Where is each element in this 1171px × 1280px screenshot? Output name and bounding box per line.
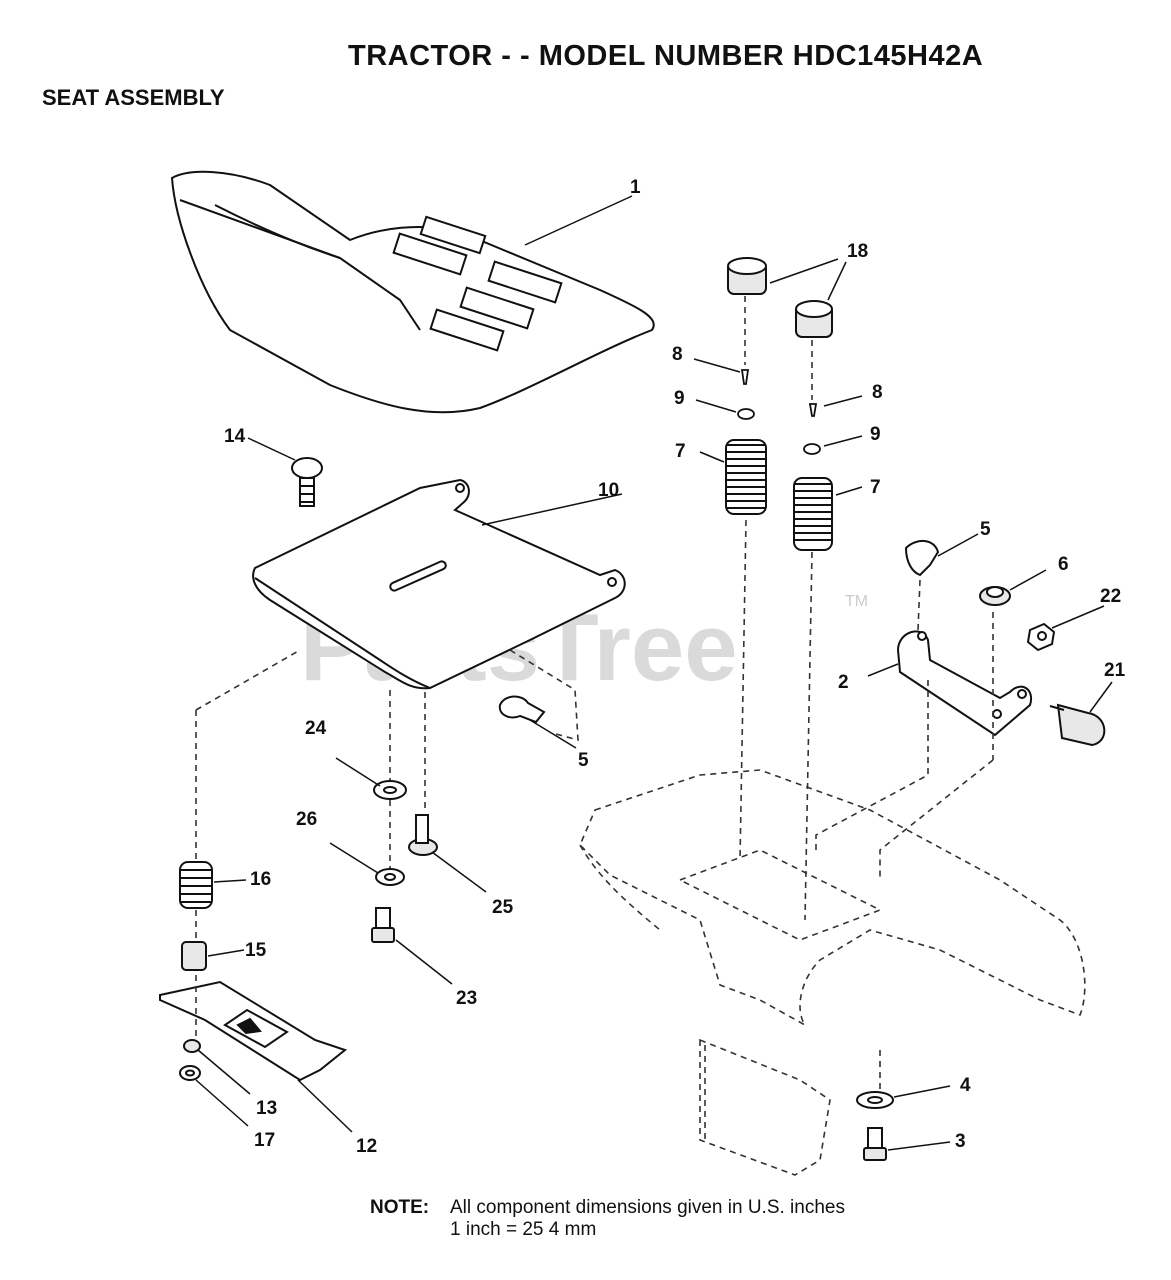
part-label-24: 24 [305, 718, 327, 739]
part-label-21: 21 [1104, 660, 1126, 681]
part-label-15: 15 [245, 940, 267, 961]
bracket-part [867, 533, 1113, 747]
part-label-25: 25 [492, 897, 514, 918]
left-hardware-part [329, 695, 577, 985]
part-label-10: 10 [598, 480, 619, 501]
part-label-5a: 5 [980, 519, 991, 540]
part-label-17: 17 [254, 1130, 275, 1151]
part-label-9a: 9 [674, 388, 685, 409]
seat-pan-part [252, 478, 626, 690]
part-label-7a: 7 [675, 441, 686, 462]
part-label-22: 22 [1100, 586, 1121, 607]
washers-pins-part [693, 358, 863, 455]
page-title: TRACTOR - - MODEL NUMBER HDC145H42A [348, 40, 984, 72]
note-line-1: All component dimensions given in U.S. i… [450, 1197, 845, 1218]
carriage-bolt-part [247, 437, 323, 507]
part-label-5b: 5 [578, 750, 589, 771]
tractor-frame-outline [195, 296, 1086, 1176]
lower-spring-plate-part [159, 861, 353, 1133]
part-label-6: 6 [1058, 554, 1069, 575]
part-label-13: 13 [256, 1098, 277, 1119]
part-label-18: 18 [847, 241, 868, 262]
part-label-8b: 8 [872, 382, 883, 403]
part-label-12: 12 [356, 1136, 377, 1157]
springs-part [699, 439, 863, 551]
part-label-23: 23 [456, 988, 477, 1009]
part-labels: 1 18 8 8 9 9 7 7 14 10 5 6 22 2 21 24 5 … [224, 177, 1126, 1157]
part-label-14: 14 [224, 426, 246, 447]
lower-right-hardware-part [856, 1085, 951, 1161]
section-subtitle: SEAT ASSEMBLY [42, 85, 225, 110]
part-label-3: 3 [955, 1131, 966, 1152]
part-label-16: 16 [250, 869, 271, 890]
part-label-4: 4 [960, 1075, 971, 1096]
bushings-part [727, 257, 847, 338]
watermark-trademark: TM [845, 593, 868, 610]
part-label-8a: 8 [672, 344, 683, 365]
part-label-26: 26 [296, 809, 317, 830]
part-label-9b: 9 [870, 424, 881, 445]
dimension-note: NOTE: All component dimensions given in U… [370, 1197, 845, 1241]
part-label-1: 1 [630, 177, 641, 198]
note-label: NOTE: [370, 1197, 430, 1218]
part-label-2: 2 [838, 672, 849, 693]
part-label-7b: 7 [870, 477, 881, 498]
note-line-2: 1 inch = 25 4 mm [450, 1219, 597, 1240]
seat-part [170, 170, 655, 414]
